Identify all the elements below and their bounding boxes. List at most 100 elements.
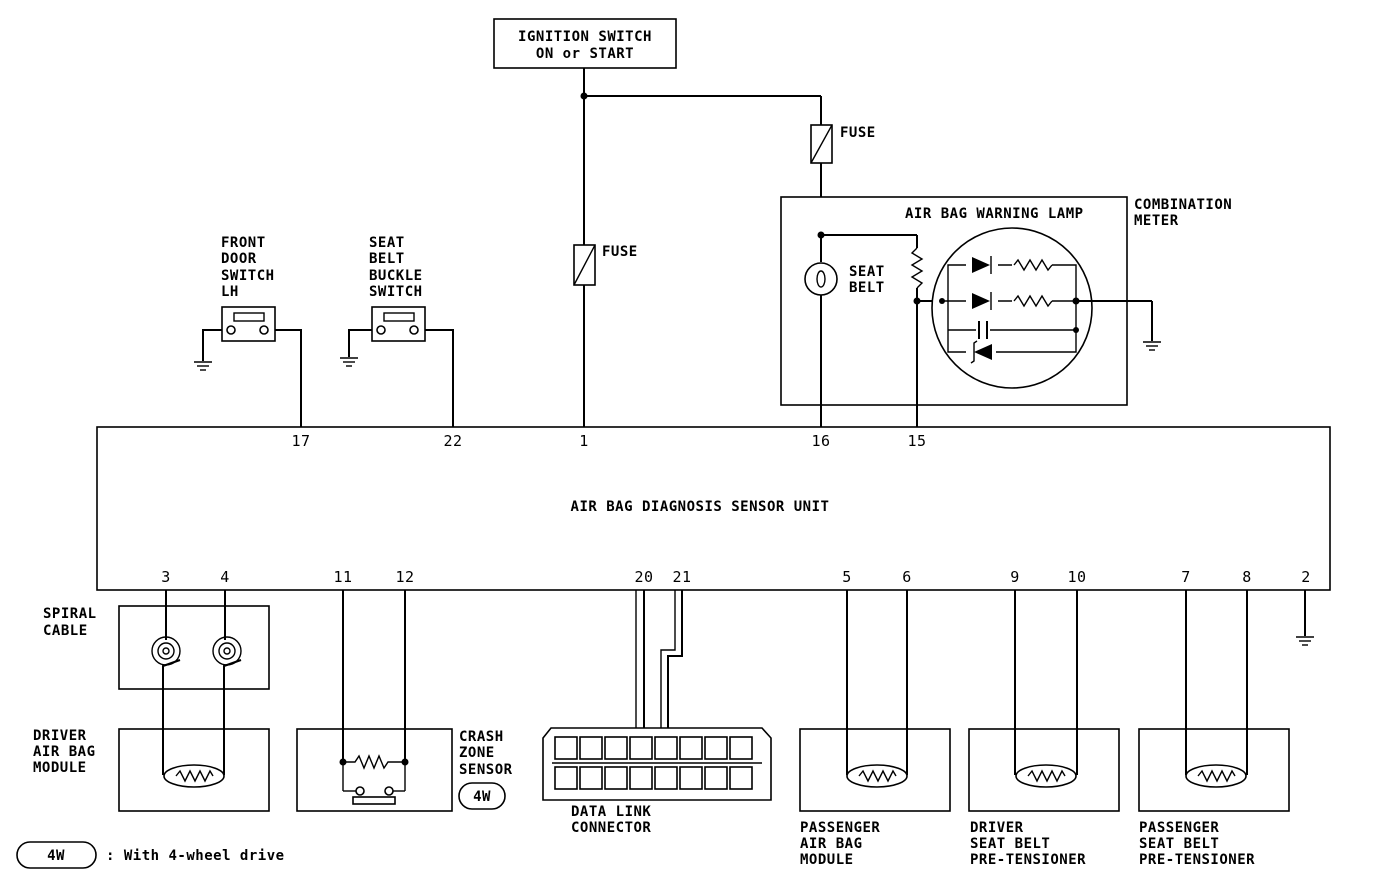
led-icon [972,257,990,273]
air-bag-diagnosis-sensor-unit: AIR BAG DIAGNOSIS SENSOR UNIT 17 22 1 16… [96,426,1331,591]
passenger-pretensioner-line-3: PRE-TENSIONER [1139,852,1255,868]
squib-icon [846,764,908,788]
connector-pin-cell [554,766,578,790]
resistor-icon [1013,258,1053,272]
combination-meter-line-2: METER [1134,213,1179,229]
connector-pin-cell [729,766,753,790]
connector-pin-cell [679,736,703,760]
connector-pin-cell [604,766,628,790]
seat-belt-lamp-icon [804,262,838,296]
combination-meter-line-1: COMBINATION [1134,197,1232,213]
buckle-switch-line-3: BUCKLE [369,268,423,284]
buckle-switch-line-1: SEAT [369,235,405,251]
fuse-icon: FUSE [810,124,876,164]
legend: 4W : With 4-wheel drive [16,841,285,869]
sensor-switch-icon [352,796,396,805]
ignition-switch: IGNITION SWITCH ON or START [493,18,677,69]
connector-pin-cell [604,736,628,760]
connector-pin-cell [679,766,703,790]
pin-5: 5 [842,568,852,586]
ground-icon [340,357,358,367]
warning-lamp-label: AIR BAG WARNING LAMP [905,206,1084,222]
driver-airbag-line-3: MODULE [33,760,87,776]
seat-belt-buckle-switch: SEAT BELT BUCKLE SWITCH [340,235,454,427]
resistor-icon [910,247,924,289]
squib-icon [1015,764,1077,788]
fuse-icon: FUSE [573,244,638,286]
legend-4w-badge [16,841,97,869]
connector-pin-cell [729,736,753,760]
connector-pin-cell [654,736,678,760]
buckle-switch-line-4: SWITCH [369,284,423,300]
front-door-switch-line-3: SWITCH [221,268,275,284]
driver-pretensioner-line-2: SEAT BELT [970,836,1050,852]
fuse-label: FUSE [840,125,876,141]
ignition-switch-line-1: IGNITION SWITCH [518,29,652,45]
pin-10: 10 [1067,568,1086,586]
pin-2: 2 [1301,568,1311,586]
pin-12: 12 [395,568,414,586]
connector-pin-cell [704,766,728,790]
pin-15: 15 [907,432,926,450]
resistor-icon [343,754,405,770]
connector-pin-cell [629,736,653,760]
passenger-airbag-line-2: AIR BAG [800,836,863,852]
connector-pin-cell [579,736,603,760]
connector-pin-cell [704,736,728,760]
pin-22: 22 [443,432,462,450]
passenger-air-bag-module: PASSENGER AIR BAG MODULE [799,590,951,868]
spiral-cable-line-2: CABLE [43,623,88,639]
crash-zone-sensor: CRASH ZONE SENSOR 4W [296,590,513,812]
passenger-pretensioner-line-2: SEAT BELT [1139,836,1219,852]
pin-16: 16 [811,432,830,450]
connector-pin-cell [654,766,678,790]
junction-dot [580,92,588,100]
junction-dot [817,231,825,239]
4w-badge-label: 4W [473,789,491,805]
led-icon [972,293,990,309]
front-door-switch-line-4: LH [221,284,239,300]
data-link-connector: DATA LINK CONNECTOR [542,590,772,836]
unit-ground [1296,590,1314,646]
passenger-pretensioner-line-1: PASSENGER [1139,820,1219,836]
combination-meter: COMBINATION METER AIR BAG WARNING LAMP S… [780,196,1232,427]
driver-seat-belt-pretensioner: DRIVER SEAT BELT PRE-TENSIONER [968,590,1120,868]
pin-9: 9 [1010,568,1020,586]
front-door-switch-line-1: FRONT [221,235,266,251]
crash-zone-line-1: CRASH [459,729,504,745]
connector-pin-cell [629,766,653,790]
pin-6: 6 [902,568,912,586]
pin-1: 1 [579,432,589,450]
pin-21: 21 [672,568,691,586]
passenger-airbag-line-3: MODULE [800,852,854,868]
seat-belt-lamp-label-1: SEAT [849,264,885,280]
sensor-unit-label: AIR BAG DIAGNOSIS SENSOR UNIT [571,499,830,515]
front-door-switch-line-2: DOOR [221,251,257,267]
legend-badge-label: 4W [47,848,65,864]
connector-pin-cell [579,766,603,790]
data-link-line-2: CONNECTOR [571,820,651,836]
junction-dot [939,298,945,304]
driver-air-bag-module: DRIVER AIR BAG MODULE [33,728,270,812]
seat-belt-lamp-label-2: BELT [849,280,885,296]
data-link-line-1: DATA LINK [571,804,651,820]
ground-icon [1296,636,1314,646]
legend-text: : With 4-wheel drive [106,848,285,864]
ground-icon [1143,341,1161,351]
crash-zone-line-2: ZONE [459,745,495,761]
4w-badge [458,782,506,810]
pin-7: 7 [1181,568,1191,586]
pin-17: 17 [291,432,310,450]
spiral-cable-line-1: SPIRAL [43,606,97,622]
driver-airbag-line-1: DRIVER [33,728,87,744]
buckle-switch-line-2: BELT [369,251,405,267]
fuse-label: FUSE [602,244,638,260]
crash-zone-line-3: SENSOR [459,762,513,778]
ignition-switch-line-2: ON or START [536,46,634,62]
driver-pretensioner-line-1: DRIVER [970,820,1024,836]
passenger-seat-belt-pretensioner: PASSENGER SEAT BELT PRE-TENSIONER [1138,590,1290,868]
driver-pretensioner-line-3: PRE-TENSIONER [970,852,1086,868]
ground-icon [194,361,212,371]
connector-pin-cell [554,736,578,760]
